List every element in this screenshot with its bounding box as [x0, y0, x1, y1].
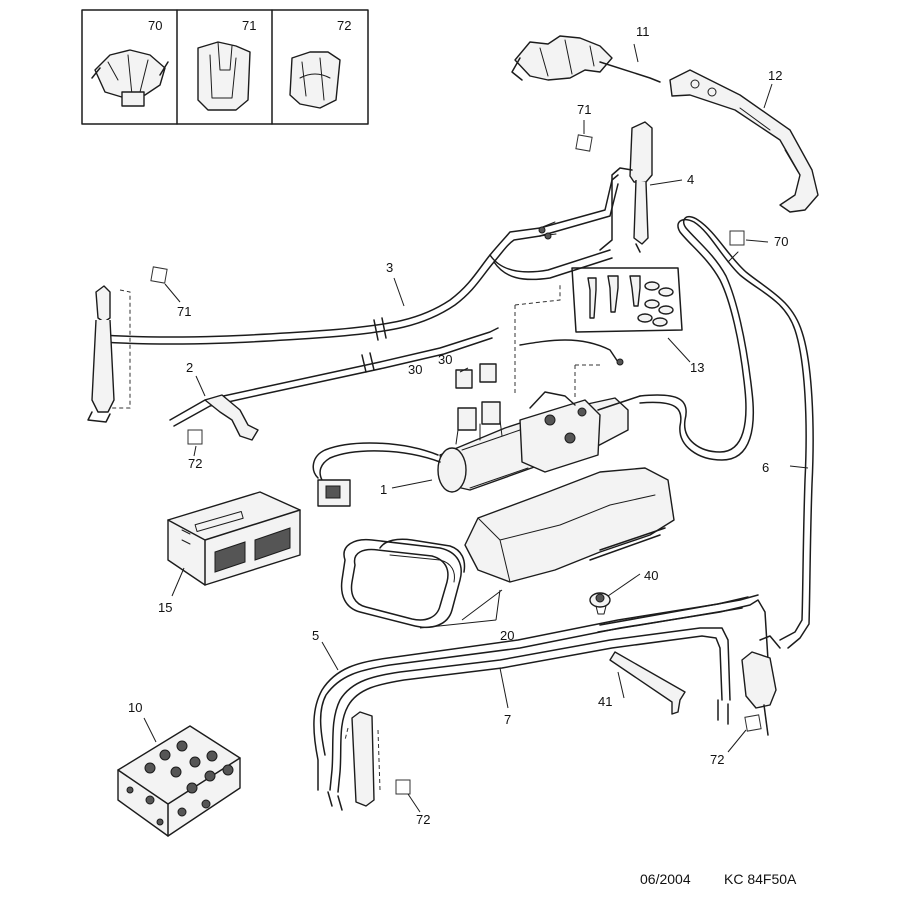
callout-10: 10: [128, 700, 142, 715]
callout-1: 1: [380, 482, 387, 497]
part-10-fittings: [117, 725, 241, 837]
callout-72-bottom: 72: [416, 812, 430, 827]
callout-5: 5: [312, 628, 319, 643]
callout-72-right: 72: [710, 752, 724, 767]
clip-inset: 70 71 72: [81, 9, 369, 125]
part-41-hex-key: [609, 651, 686, 715]
footer-ref: KC 84F50A: [724, 871, 797, 887]
part-15-ecu: [167, 491, 301, 586]
tag-71-top: [575, 134, 593, 152]
dash-lines-2: [574, 364, 600, 400]
callout-15: 15: [158, 600, 172, 615]
callout-12: 12: [768, 68, 782, 83]
tag-72-right: [744, 714, 762, 732]
tag-70: [729, 230, 745, 246]
callout-41: 41: [598, 694, 612, 709]
callout-3: 3: [386, 260, 393, 275]
callout-7: 7: [504, 712, 511, 727]
cover-lid: [464, 467, 675, 583]
pump-wire: [519, 339, 619, 363]
part-13-bolt-kit: [571, 267, 683, 333]
tag-72-left: [187, 429, 203, 445]
callout-11: 11: [636, 24, 650, 39]
clip-72-icon: [289, 51, 341, 109]
tag-72-bottom: [395, 779, 411, 795]
part-3-hose: [101, 174, 619, 345]
clip-70-icon: [91, 49, 169, 107]
inset-label-71: 71: [242, 18, 256, 33]
dash-lines-pump: [514, 285, 561, 395]
callout-20: 20: [500, 628, 514, 643]
part-1-pump: [312, 391, 641, 507]
callout-2: 2: [186, 360, 193, 375]
lower-left-ram: [344, 711, 381, 807]
callout-30-a: 30: [438, 352, 452, 367]
callout-4: 4: [687, 172, 694, 187]
inset-label-70: 70: [148, 18, 162, 33]
part-11-latch: [511, 35, 661, 83]
left-ram: [87, 285, 131, 423]
callout-30-b: 30: [408, 362, 422, 377]
inset-label-72: 72: [337, 18, 351, 33]
leader-lines: [143, 43, 809, 813]
callout-72-left: 72: [188, 456, 202, 471]
callout-40: 40: [644, 568, 658, 583]
part-6-hose: [639, 216, 814, 649]
clip-71-icon: [197, 41, 251, 111]
part-5-7-hoses: [313, 594, 769, 811]
part-12-bracket: [669, 69, 819, 213]
part-20-seals: [340, 538, 466, 629]
tag-71-left: [150, 266, 168, 284]
inset-frame: [81, 9, 369, 125]
lower-right-ram: [741, 635, 781, 736]
callout-71-top: 71: [577, 102, 591, 117]
callout-70: 70: [774, 234, 788, 249]
part-4-ram: [599, 121, 653, 253]
callout-13: 13: [690, 360, 704, 375]
part-2-hose: [169, 327, 499, 441]
relays-30: [455, 363, 503, 445]
footer-date: 06/2004: [640, 871, 691, 887]
callout-71-left: 71: [177, 304, 191, 319]
part-40-fastener: [589, 592, 611, 615]
callout-6: 6: [762, 460, 769, 475]
